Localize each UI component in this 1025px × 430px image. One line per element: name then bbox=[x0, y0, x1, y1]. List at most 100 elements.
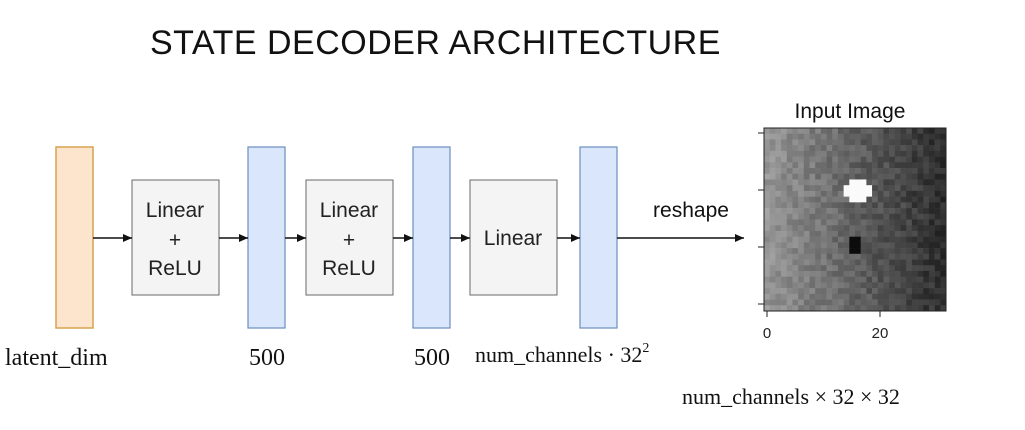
image-pixel bbox=[769, 225, 776, 232]
image-pixel bbox=[786, 288, 793, 295]
image-pixel bbox=[815, 242, 822, 249]
image-pixel bbox=[928, 288, 935, 295]
image-pixel bbox=[872, 213, 879, 220]
image-pixel bbox=[872, 173, 879, 180]
image-pixel bbox=[849, 162, 856, 169]
image-pixel bbox=[923, 225, 930, 232]
image-pixel bbox=[775, 230, 782, 237]
image-pixel bbox=[769, 179, 776, 186]
image-pixel bbox=[798, 179, 805, 186]
image-pixel bbox=[934, 145, 941, 152]
image-pixel bbox=[775, 259, 782, 266]
image-pixel bbox=[923, 208, 930, 215]
image-pixel bbox=[798, 242, 805, 249]
image-pixel bbox=[769, 248, 776, 255]
image-pixel bbox=[872, 293, 879, 300]
layer2-line2: + bbox=[343, 229, 355, 252]
image-pixel bbox=[832, 213, 839, 220]
image-pixel bbox=[775, 305, 782, 312]
image-pixel bbox=[900, 282, 907, 289]
image-pixel bbox=[837, 236, 844, 243]
image-pixel bbox=[889, 248, 896, 255]
image-pixel bbox=[837, 202, 844, 209]
image-pixel bbox=[855, 219, 861, 226]
image-pixel bbox=[860, 299, 867, 306]
image-pixel bbox=[940, 270, 947, 277]
image-pixel bbox=[843, 156, 850, 163]
image-pixel bbox=[820, 179, 827, 186]
image-pixel bbox=[906, 213, 913, 220]
image-pixel bbox=[860, 259, 867, 266]
image-pixel bbox=[860, 248, 867, 255]
image-pixel bbox=[855, 276, 861, 283]
diagram-title: STATE DECODER ARCHITECTURE bbox=[150, 24, 721, 62]
image-pixel bbox=[940, 259, 947, 266]
image-pixel bbox=[849, 242, 856, 249]
image-pixel bbox=[769, 133, 776, 140]
image-pixel bbox=[928, 270, 935, 277]
image-pixel bbox=[792, 156, 799, 163]
image-pixel bbox=[923, 270, 930, 277]
image-pixel bbox=[798, 225, 805, 232]
image-pixel bbox=[798, 213, 805, 220]
image-pixel bbox=[849, 299, 856, 306]
image-pixel bbox=[872, 282, 879, 289]
image-pixel bbox=[769, 236, 776, 243]
image-pixel bbox=[781, 299, 788, 306]
image-pixel bbox=[866, 168, 873, 175]
image-pixel bbox=[815, 236, 822, 243]
image-pixel bbox=[917, 225, 924, 232]
image-pixel bbox=[877, 139, 884, 146]
image-pixel bbox=[815, 208, 822, 215]
image-pixel bbox=[855, 230, 861, 237]
image-pixel bbox=[911, 288, 918, 295]
image-pixel bbox=[815, 128, 822, 135]
image-pixel bbox=[781, 288, 788, 295]
image-pixel bbox=[911, 190, 918, 197]
image-pixel bbox=[883, 196, 890, 203]
image-pixel bbox=[832, 133, 839, 140]
image-pixel bbox=[866, 219, 873, 226]
image-pixel bbox=[798, 219, 805, 226]
image-pixel bbox=[917, 282, 924, 289]
image-pixel bbox=[906, 259, 913, 266]
image-pixel bbox=[849, 293, 856, 300]
image-pixel bbox=[906, 305, 913, 312]
image-pixel bbox=[764, 213, 770, 220]
image-pixel bbox=[786, 230, 793, 237]
image-pixel bbox=[889, 230, 896, 237]
image-pixel bbox=[798, 173, 805, 180]
image-pixel bbox=[900, 179, 907, 186]
image-pixel bbox=[894, 185, 901, 192]
image-pixel bbox=[803, 213, 810, 220]
image-pixel bbox=[917, 259, 924, 266]
image-pixel bbox=[917, 219, 924, 226]
image-pixel bbox=[803, 196, 810, 203]
image-pixel bbox=[872, 150, 879, 157]
image-pixel bbox=[798, 270, 805, 277]
image-pixel bbox=[775, 270, 782, 277]
image-pixel bbox=[900, 173, 907, 180]
image-pixel bbox=[849, 202, 856, 209]
image-pixel bbox=[934, 276, 941, 283]
image-pixel bbox=[826, 190, 833, 197]
image-pixel bbox=[906, 288, 913, 295]
image-pixel bbox=[803, 248, 810, 255]
image-pixel bbox=[843, 305, 850, 312]
image-pixel bbox=[917, 173, 924, 180]
image-pixel bbox=[872, 288, 879, 295]
image-pixel bbox=[923, 190, 930, 197]
image-pixel bbox=[900, 225, 907, 232]
image-pixel bbox=[877, 236, 884, 243]
image-pixel bbox=[775, 168, 782, 175]
image-pixel bbox=[781, 139, 788, 146]
image-pixel bbox=[837, 168, 844, 175]
image-pixel bbox=[843, 276, 850, 283]
image-pixel bbox=[940, 156, 947, 163]
image-pixel bbox=[866, 265, 873, 272]
image-pixel bbox=[855, 305, 861, 312]
image-pixel bbox=[866, 139, 873, 146]
image-pixel bbox=[923, 253, 930, 260]
image-pixel bbox=[798, 196, 805, 203]
image-pixel bbox=[786, 282, 793, 289]
